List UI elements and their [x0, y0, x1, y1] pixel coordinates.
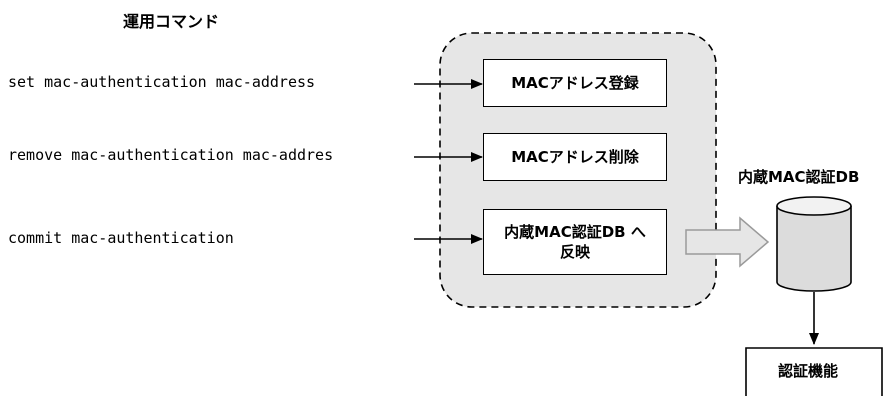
database-cylinder	[776, 196, 852, 292]
reflect-db-box: 内蔵MAC認証DB へ 反映	[483, 209, 667, 275]
auth-function-box	[745, 347, 883, 396]
command-commit: commit mac-authentication	[8, 229, 234, 247]
database-label: 内蔵MAC認証DB	[738, 168, 860, 186]
command-remove: remove mac-authentication mac-addres	[8, 146, 334, 164]
register-mac-label: MACアドレス登録	[511, 73, 639, 92]
reflect-db-label: 内蔵MAC認証DB へ 反映	[504, 222, 646, 261]
command-set: set mac-authentication mac-address	[8, 73, 316, 91]
register-mac-box: MACアドレス登録	[483, 59, 667, 107]
reflect-to-db-arrow	[685, 216, 770, 268]
auth-function-label: 認証機能	[778, 362, 839, 380]
delete-mac-box: MACアドレス削除	[483, 133, 667, 181]
delete-mac-label: MACアドレス削除	[511, 147, 639, 166]
commands-heading: 運用コマンド	[123, 12, 220, 31]
